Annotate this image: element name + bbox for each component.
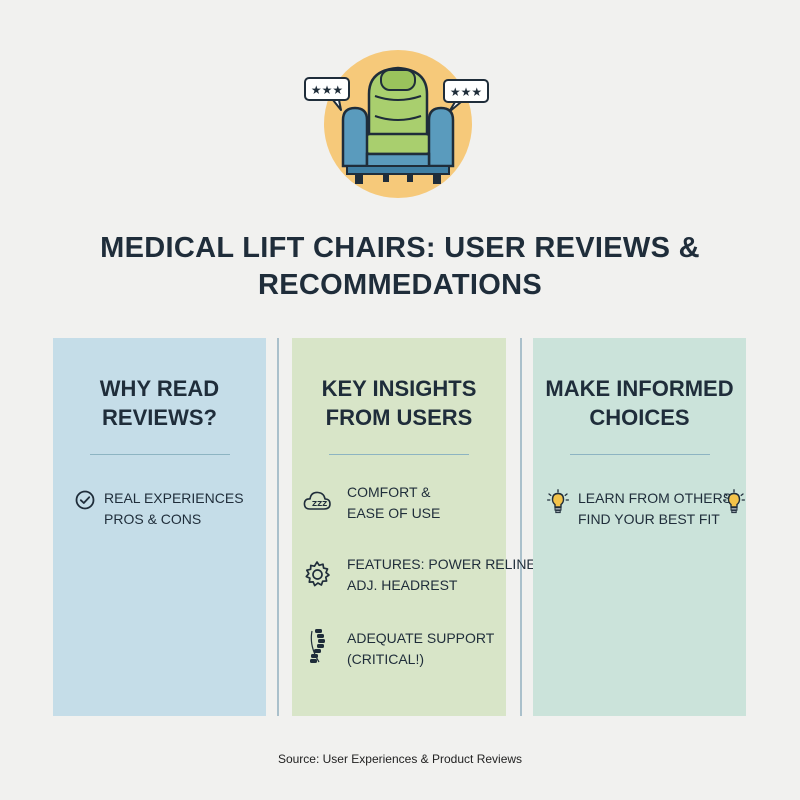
- rating-bubble-right: ★★★: [443, 79, 489, 113]
- title-line-1: MEDICAL LIFT CHAIRS: USER REVIEWS &: [100, 232, 700, 264]
- hero-illustration: ★★★ ★★★: [303, 48, 493, 208]
- column-heading: WHY READ REVIEWS?: [99, 376, 220, 430]
- column-heading: MAKE INFORMED CHOICES: [545, 376, 734, 430]
- heading-rule: [569, 454, 710, 455]
- column-make-informed-choices: MAKE INFORMED CHOICES LEARN FROM OTHERS …: [533, 338, 746, 716]
- svg-text:★★★: ★★★: [311, 83, 343, 97]
- page-title: MEDICAL LIFT CHAIRS: USER REVIEWS & RECO…: [100, 230, 700, 304]
- cloud-sleep-icon: zzz: [303, 489, 331, 519]
- column-divider: [520, 338, 522, 716]
- lightbulb-icon: [722, 489, 746, 521]
- column-why-read-reviews: WHY READ REVIEWS? REAL EXPERIENCES PROS …: [53, 338, 266, 716]
- rating-bubble-left: ★★★: [304, 77, 350, 111]
- svg-text:zzz: zzz: [312, 500, 327, 508]
- heading-rule: [329, 454, 469, 455]
- column-divider: [277, 338, 279, 716]
- spine-icon: [307, 628, 327, 672]
- title-line-2: RECOMMEDATIONS: [258, 269, 542, 301]
- gear-icon: [303, 560, 331, 594]
- source-caption: Source: User Experiences & Product Revie…: [277, 752, 523, 766]
- lightbulb-icon: [546, 489, 570, 521]
- column-heading: KEY INSIGHTS FROM USERS: [321, 376, 477, 430]
- checkmark-icon: [75, 490, 95, 516]
- lift-chair-icon: ★★★ ★★★: [304, 50, 489, 198]
- heading-rule: [89, 454, 230, 455]
- column-key-insights: KEY INSIGHTS FROM USERS zzz COMFORT & EA…: [292, 338, 540, 716]
- svg-text:★★★: ★★★: [450, 85, 482, 99]
